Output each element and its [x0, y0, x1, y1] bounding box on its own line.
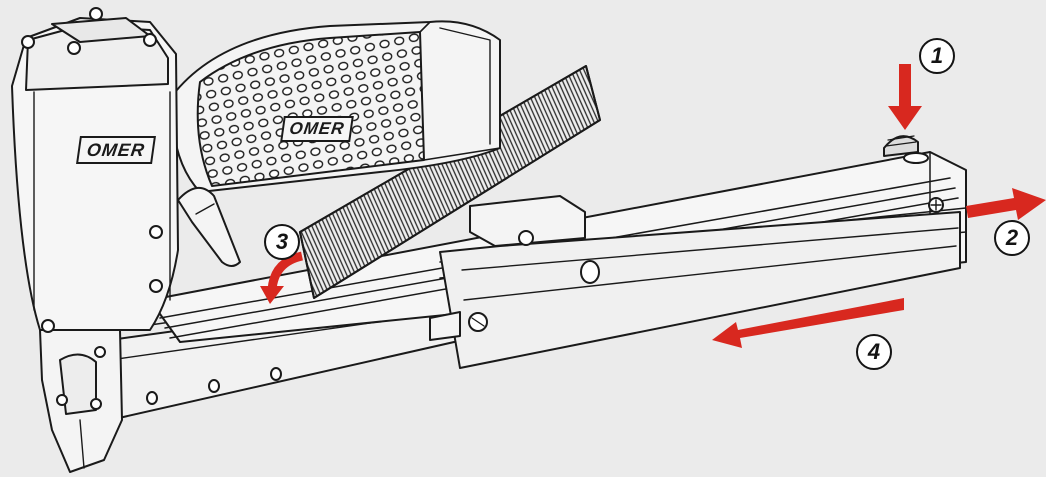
step-1-badge: 1	[919, 38, 955, 74]
step-number: 3	[275, 229, 289, 254]
carrier-pin-icon	[518, 230, 534, 246]
head-bolt-icon	[143, 33, 157, 47]
magazine-release-button[interactable]	[883, 135, 929, 164]
nose-screw-icon	[41, 319, 55, 333]
slider-knob[interactable]	[580, 260, 600, 284]
trigger[interactable]	[177, 187, 241, 267]
left-arrow-icon	[712, 298, 904, 348]
brand-label: OMER	[288, 119, 346, 138]
tool-nose	[39, 319, 123, 473]
nose-screw-icon	[56, 394, 68, 406]
step-3-badge: 3	[264, 224, 300, 260]
body-screw-icon	[149, 225, 163, 239]
step-number: 2	[1005, 225, 1019, 250]
tool-handle	[170, 20, 501, 193]
body-screw-icon	[149, 279, 163, 293]
tool-head	[11, 7, 179, 331]
pusher-slider[interactable]	[429, 195, 961, 369]
brand-plate-handle: OMER	[280, 116, 354, 142]
curved-arrow-icon	[267, 251, 304, 291]
rail-hole	[146, 391, 158, 405]
rail-hole	[208, 379, 220, 393]
step-number: 4	[867, 339, 881, 364]
head-bolt-icon	[21, 35, 35, 49]
right-arrow-icon	[966, 188, 1046, 220]
down-arrow-icon	[888, 64, 922, 130]
step-number: 1	[930, 43, 944, 68]
curved-arrow-head	[260, 286, 284, 304]
step-2-badge: 2	[994, 220, 1030, 256]
head-bolt-icon	[89, 7, 103, 21]
rail-hole	[270, 367, 282, 381]
nose-screw-icon	[90, 398, 102, 410]
nose-screw-icon	[94, 346, 106, 358]
step-4-badge: 4	[856, 334, 892, 370]
brand-label: OMER	[85, 139, 147, 160]
brand-plate-head: OMER	[76, 136, 156, 164]
head-bolt-icon	[67, 41, 81, 55]
